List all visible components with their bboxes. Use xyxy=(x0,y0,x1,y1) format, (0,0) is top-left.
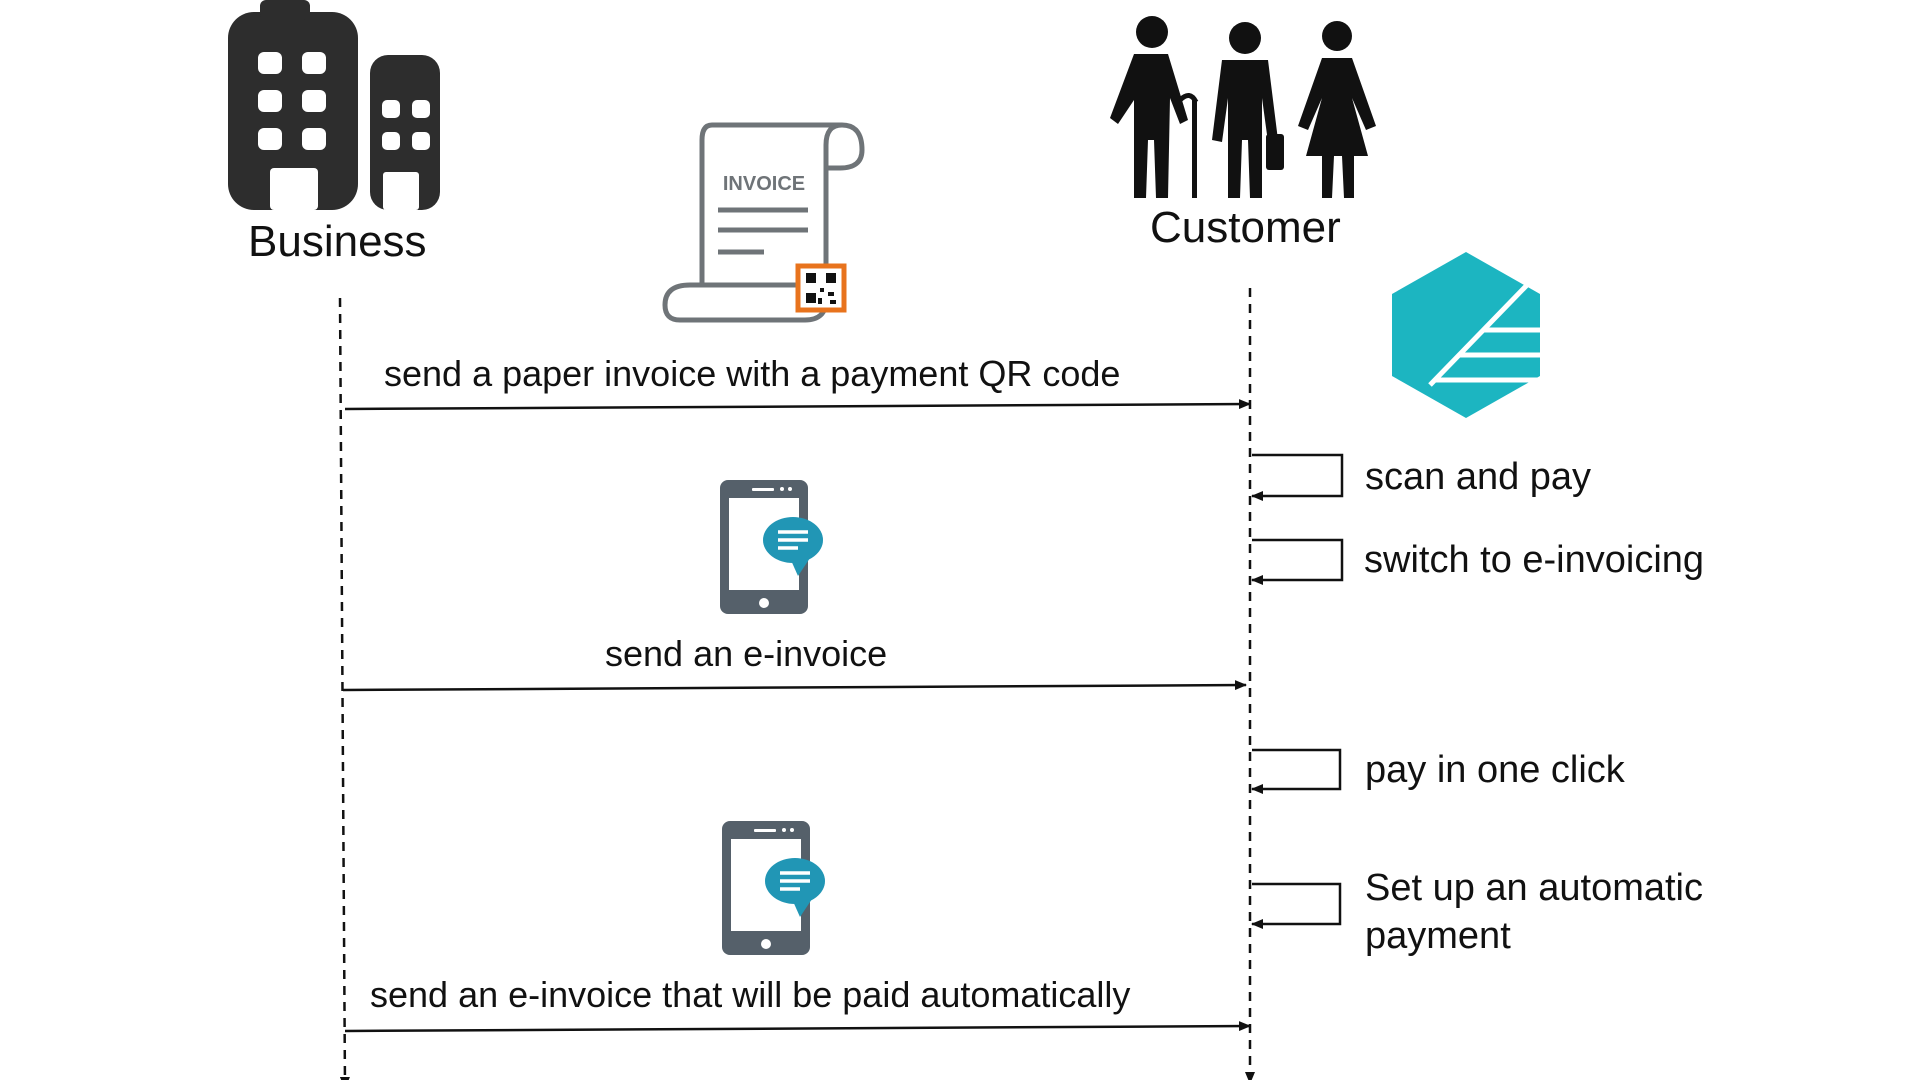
actor-label-business: Business xyxy=(248,217,427,266)
business-lifeline xyxy=(338,297,350,1080)
people-group-icon xyxy=(1110,16,1376,198)
smartphone-message-icon xyxy=(720,480,823,614)
self-loop-scan-and-pay xyxy=(1251,453,1344,501)
self-action-label-pay-in-one-click: pay in one click xyxy=(1365,749,1625,791)
message-label-paper-invoice: send a paper invoice with a payment QR c… xyxy=(384,353,1121,394)
message-label-auto-e-invoice: send an e-invoice that will be paid auto… xyxy=(370,974,1131,1015)
message-arrow-auto-e-invoice xyxy=(344,1021,1251,1033)
self-action-label-automatic-payment: Set up an automatic payment xyxy=(1365,867,1703,958)
invoice-doc-title: INVOICE xyxy=(723,173,805,195)
self-loop-pay-in-one-click xyxy=(1251,748,1342,794)
self-action-label-scan-and-pay: scan and pay xyxy=(1365,456,1592,498)
smartphone-message-icon xyxy=(722,821,825,955)
self-action-label-switch-to-e-invoicing: switch to e-invoicing xyxy=(1364,539,1705,581)
self-loop-switch-to-e-invoicing xyxy=(1251,538,1344,585)
message-arrow-paper-invoice xyxy=(344,399,1251,411)
qr-code-icon xyxy=(795,263,847,313)
message-label-e-invoice: send an e-invoice xyxy=(605,633,888,674)
teal-hexagon-logo xyxy=(1392,252,1545,418)
office-buildings-icon xyxy=(228,0,440,210)
self-loop-automatic-payment xyxy=(1251,882,1342,929)
actor-label-customer: Customer xyxy=(1150,203,1341,252)
message-arrow-e-invoice xyxy=(342,680,1247,692)
